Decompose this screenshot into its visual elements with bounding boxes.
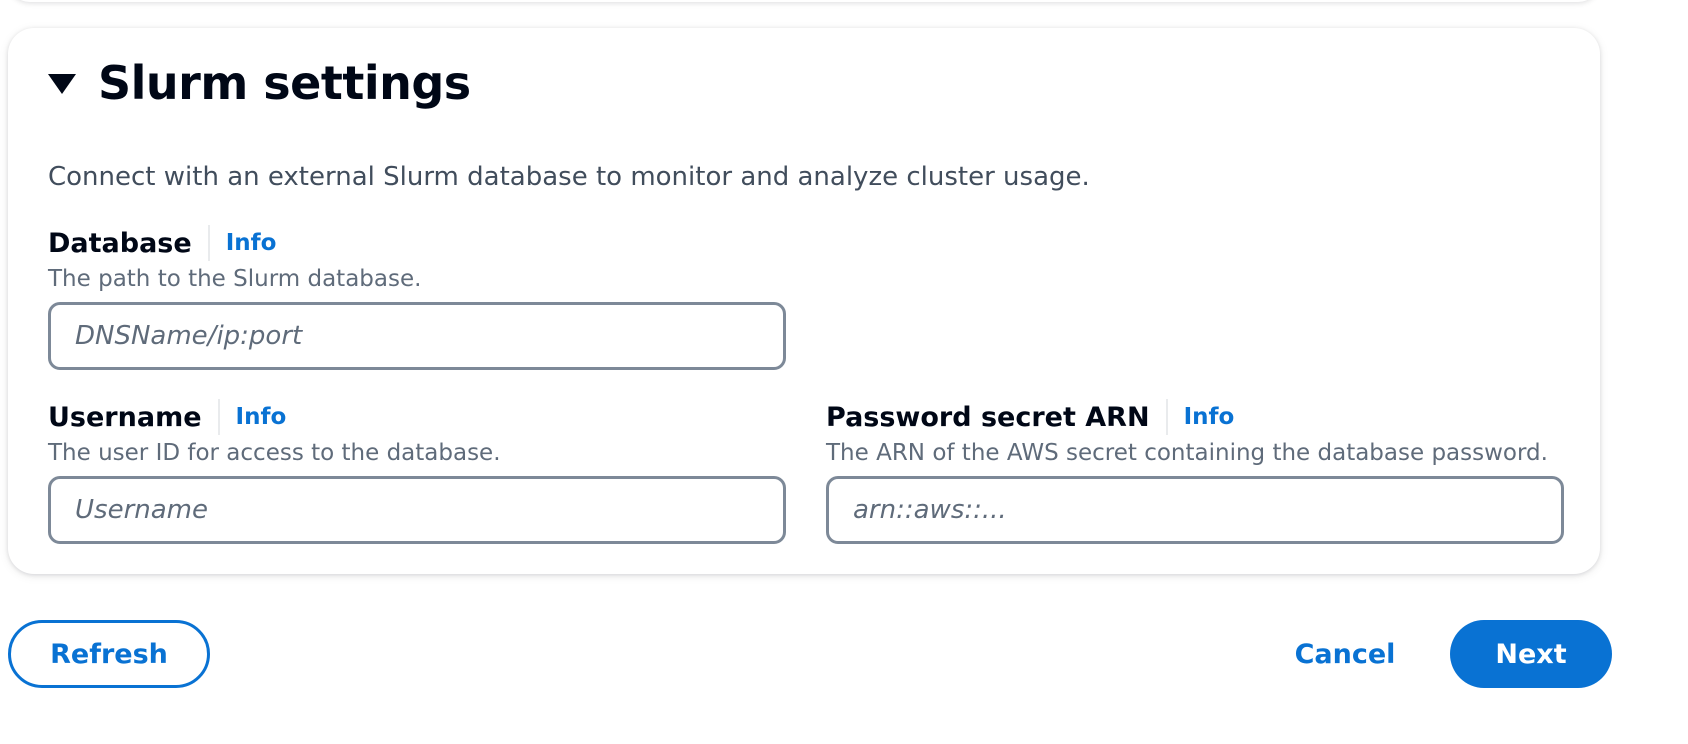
password-secret-arn-label: Password secret ARN: [826, 401, 1150, 433]
username-label: Username: [48, 401, 202, 433]
label-divider: [207, 225, 210, 261]
username-label-row: Username Info: [48, 398, 786, 436]
username-field: Username Info The user ID for access to …: [48, 398, 786, 544]
caret-down-icon[interactable]: [48, 74, 76, 94]
password-secret-arn-label-row: Password secret ARN Info: [826, 398, 1564, 436]
password-secret-arn-input[interactable]: [826, 476, 1564, 544]
section-toggle-header[interactable]: Slurm settings: [48, 60, 471, 106]
username-input[interactable]: [48, 476, 786, 544]
password-secret-arn-description: The ARN of the AWS secret containing the…: [826, 440, 1548, 466]
database-info-link[interactable]: Info: [225, 230, 277, 256]
password-secret-arn-info-link[interactable]: Info: [1183, 404, 1235, 430]
username-info-link[interactable]: Info: [235, 404, 287, 430]
username-description: The user ID for access to the database.: [48, 440, 501, 466]
database-input[interactable]: [48, 302, 786, 370]
label-divider: [217, 399, 220, 435]
password-secret-arn-field: Password secret ARN Info The ARN of the …: [826, 398, 1564, 544]
section-description: Connect with an external Slurm database …: [48, 162, 1090, 192]
previous-panel-edge: [8, 0, 1600, 2]
database-label: Database: [48, 227, 192, 259]
database-label-row: Database Info: [48, 224, 786, 262]
section-title: Slurm settings: [98, 56, 471, 110]
database-field: Database Info The path to the Slurm data…: [48, 224, 786, 370]
slurm-settings-panel: Slurm settings Connect with an external …: [8, 28, 1600, 574]
database-description: The path to the Slurm database.: [48, 266, 422, 292]
label-divider: [1165, 399, 1168, 435]
refresh-button[interactable]: Refresh: [8, 620, 210, 688]
next-button[interactable]: Next: [1450, 620, 1612, 688]
cancel-button[interactable]: Cancel: [1270, 620, 1420, 688]
